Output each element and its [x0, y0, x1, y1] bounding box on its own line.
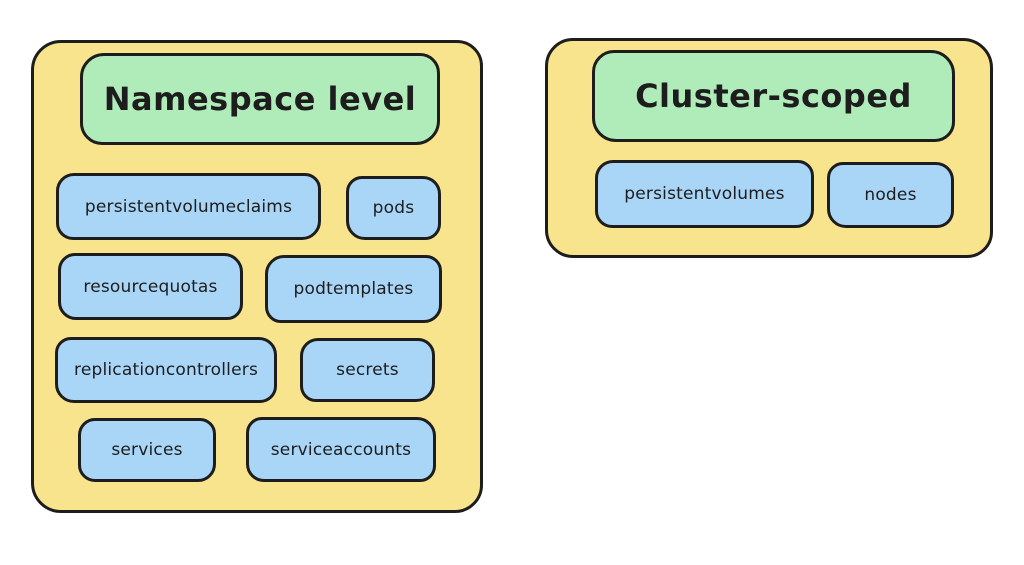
resource-box-persistentvolumes: persistentvolumes: [595, 160, 814, 228]
resource-box-services: services: [78, 418, 216, 482]
resource-box-persistentvolumeclaims: persistentvolumeclaims: [56, 173, 321, 240]
resource-box-resourcequotas: resourcequotas: [58, 253, 243, 320]
resource-box-nodes: nodes: [827, 162, 954, 228]
resource-box-secrets: secrets: [300, 338, 435, 402]
resource-box-replicationcontrollers: replicationcontrollers: [55, 337, 277, 403]
resource-box-podtemplates: podtemplates: [265, 255, 442, 323]
group-title-namespace-level: Namespace level: [80, 53, 440, 145]
group-cluster-scoped: Cluster-scoped persistentvolumes nodes: [545, 38, 993, 258]
resource-box-pods: pods: [346, 176, 441, 240]
resource-box-serviceaccounts: serviceaccounts: [246, 417, 436, 482]
group-title-cluster-scoped: Cluster-scoped: [592, 50, 955, 142]
group-namespace-level: Namespace level persistentvolumeclaims p…: [31, 40, 483, 513]
